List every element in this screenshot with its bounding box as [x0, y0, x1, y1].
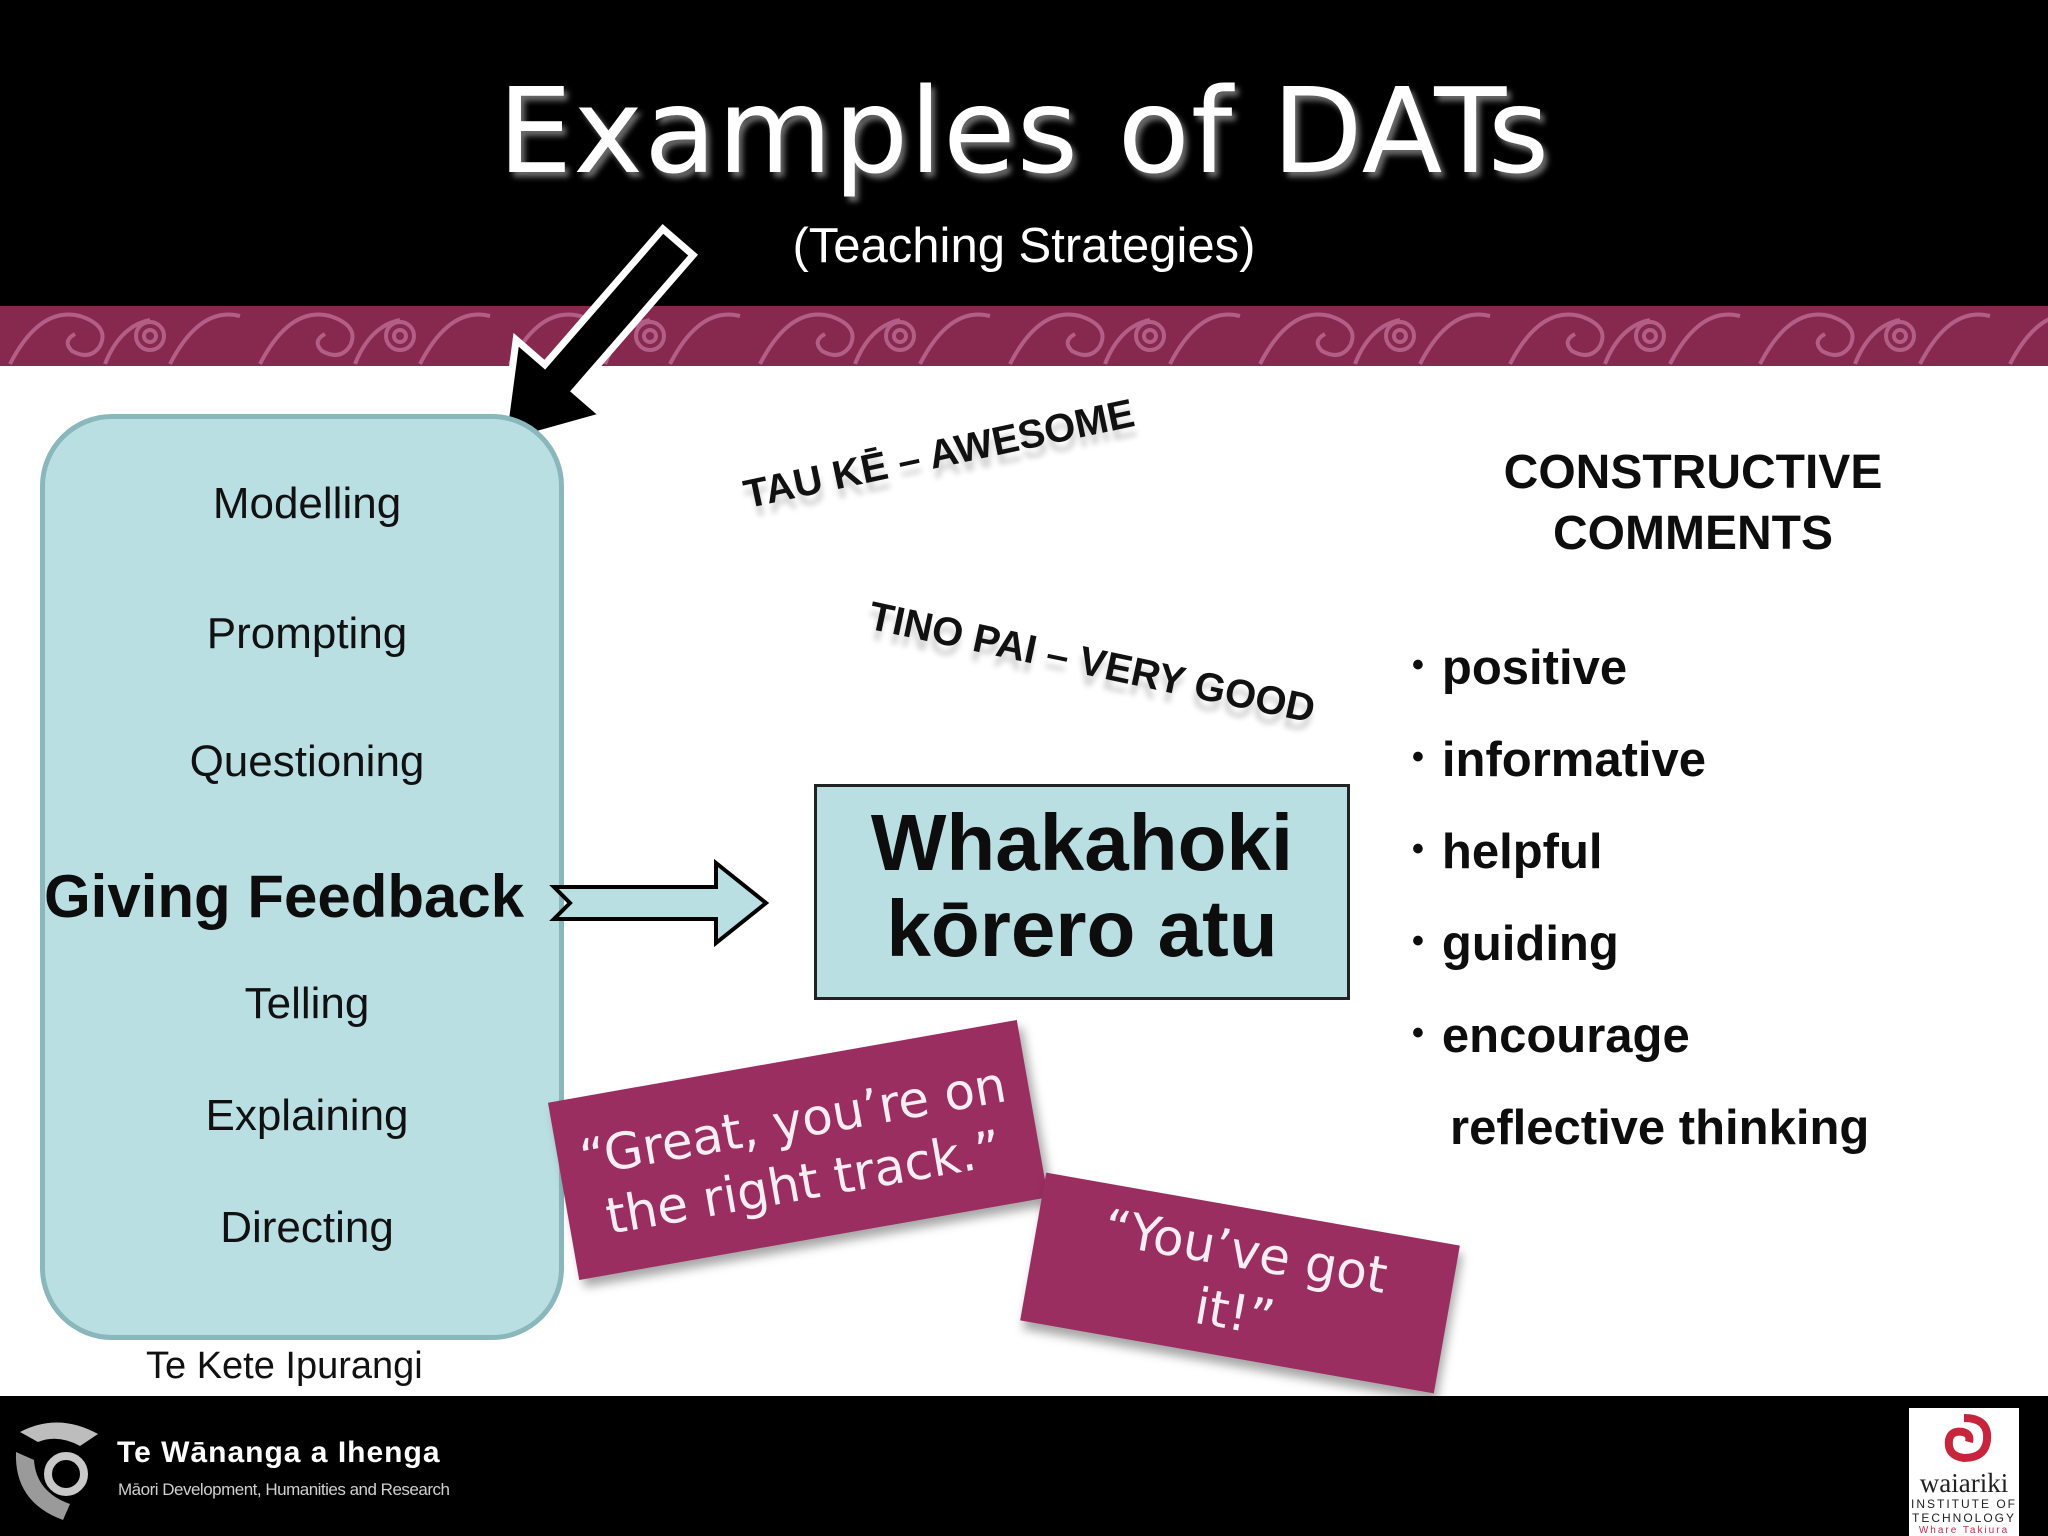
comment-item: •informative [1412, 733, 1707, 787]
partner-line3: Whare Takiura [1918, 1525, 2010, 1536]
strategy-modelling: Modelling [212, 479, 402, 528]
feedback-term-line2: kōrero atu [886, 884, 1278, 973]
bullet-icon: • [1412, 922, 1424, 960]
comment-item: •helpful [1412, 825, 1603, 879]
partner-name: waiariki [1919, 1468, 2009, 1498]
right-arrow-icon [549, 858, 770, 948]
comment-continuation: reflective thinking [1450, 1101, 1870, 1155]
bullet-icon: • [1412, 738, 1424, 776]
bullet-icon: • [1412, 830, 1424, 868]
source-credit: Te Kete Ipurangi [146, 1345, 423, 1387]
koru-logo-icon [1944, 1414, 1992, 1463]
constructive-heading-line1: CONSTRUCTIVE [1503, 446, 1883, 499]
waiariki-logo [1909, 1408, 2019, 1536]
title-header [0, 0, 2048, 306]
strategy-giving-feedback: Giving Feedback [44, 863, 525, 930]
feedback-term-box: Whakahoki kōrero atu [814, 784, 1350, 1000]
comment-item: •positive [1412, 641, 1628, 695]
koru-pattern-band [0, 306, 2048, 366]
constructive-heading-line2: COMMENTS [1553, 507, 1833, 560]
wananga-logo-icon [15, 1422, 98, 1520]
footer-bar [0, 1396, 2048, 1536]
strategy-telling: Telling [244, 979, 370, 1028]
footer-org-subtitle: Māori Development, Humanities and Resear… [118, 1480, 450, 1499]
strategy-explaining: Explaining [205, 1091, 409, 1140]
partner-line1: INSTITUTE OF [1911, 1497, 2017, 1511]
strategy-prompting: Prompting [206, 609, 408, 658]
strategy-questioning: Questioning [189, 737, 425, 786]
comment-item: •guiding [1412, 917, 1619, 971]
constructive-heading: CONSTRUCTIVE COMMENTS [1440, 442, 1946, 564]
slide-title: Examples of DATs [497, 62, 1551, 200]
partner-line2: TECHNOLOGY [1911, 1511, 2016, 1525]
footer-org-title: Te Wānanga a Ihenga [117, 1436, 441, 1469]
strategies-panel: Modelling Prompting Questioning Telling … [40, 414, 564, 1340]
feedback-term-line1: Whakahoki [870, 798, 1294, 887]
strategy-directing: Directing [220, 1203, 394, 1252]
slide-subtitle: (Teaching Strategies) [792, 219, 1256, 273]
comment-item: •encourage [1412, 1009, 1690, 1063]
bullet-icon: • [1412, 1014, 1424, 1052]
bullet-icon: • [1412, 646, 1424, 684]
